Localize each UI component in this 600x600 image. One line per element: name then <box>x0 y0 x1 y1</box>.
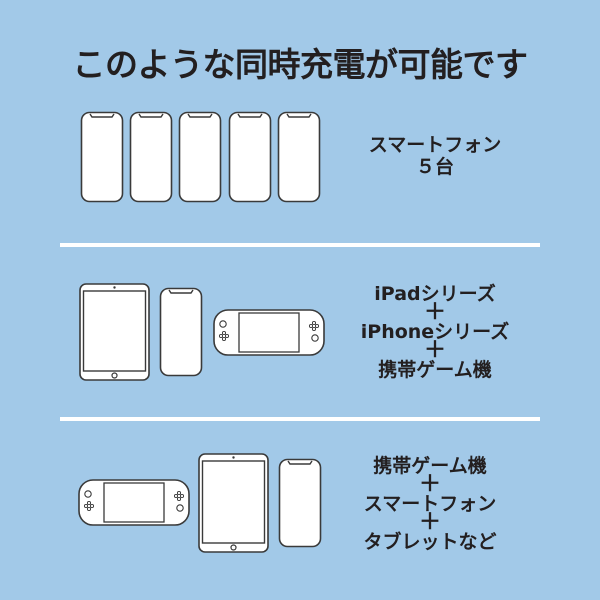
label-line: ５台 <box>415 156 454 178</box>
section-2-label: iPadシリーズ ＋ iPhoneシリーズ ＋ 携帯ゲーム機 <box>345 283 525 381</box>
handheld-game-console-icon <box>213 309 325 356</box>
label-line: 携帯ゲーム機 <box>378 359 492 381</box>
handheld-game-console-icon <box>78 479 190 526</box>
plus-sign: ＋ <box>423 338 446 363</box>
label-line: タブレットなど <box>363 531 497 553</box>
smartphone-icon <box>159 287 203 377</box>
smartphone-icon <box>129 111 173 203</box>
plus-sign: ＋ <box>418 472 441 497</box>
label-line: iPhoneシリーズ <box>360 321 510 343</box>
page-title: このような同時充電が可能です <box>72 45 529 84</box>
smartphone-icon <box>278 458 322 548</box>
label-line: スマートフォン <box>368 134 502 156</box>
label-line: スマートフォン <box>363 493 497 515</box>
section-1-label: スマートフォン ５台 <box>350 134 520 178</box>
smartphone-icon <box>178 111 222 203</box>
section-3-label: 携帯ゲーム機 ＋ スマートフォン ＋ タブレットなど <box>345 455 515 553</box>
divider <box>60 417 540 421</box>
smartphone-icon <box>80 111 124 203</box>
tablet-icon <box>79 283 150 381</box>
tablet-icon <box>198 453 269 553</box>
label-line: 携帯ゲーム機 <box>373 455 487 477</box>
smartphone-icon <box>277 111 321 203</box>
plus-sign: ＋ <box>418 510 441 535</box>
smartphone-icon <box>228 111 272 203</box>
divider <box>60 243 540 247</box>
label-line: iPadシリーズ <box>374 283 496 305</box>
plus-sign: ＋ <box>423 300 446 325</box>
